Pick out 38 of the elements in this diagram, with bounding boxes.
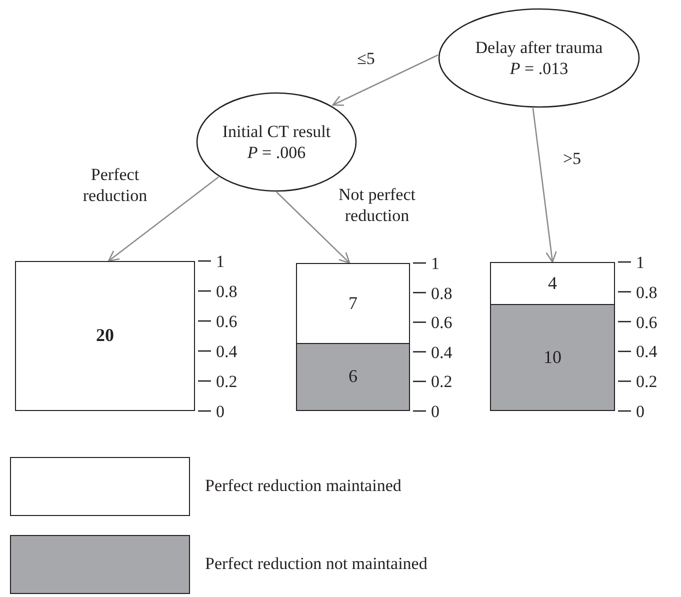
decision-ellipse [438,8,640,108]
node-text: P = .013 [510,58,568,79]
tick-label: 0.6 [216,313,238,330]
tick-label: 0 [431,403,440,420]
tick-label: 0.2 [216,373,238,390]
tick-label: 0.8 [216,283,238,300]
tick-label: 0.6 [431,314,452,332]
legend-label: Perfect reduction maintained [205,476,402,496]
legend-label: Perfect reduction not maintained [205,554,428,574]
node-text: Initial CT result [222,121,331,142]
stacked-bar [490,262,615,411]
tick-label: 1 [636,254,644,271]
arrow [108,176,219,262]
count-label: 20 [96,325,114,346]
tick-label: 0.2 [636,373,658,390]
stacked-bar [296,263,410,411]
tick-label: 1 [431,255,440,272]
count-label: 7 [348,292,358,314]
arrow [532,108,557,263]
tick-label: 0.6 [636,314,658,331]
tick-label: 0.2 [431,373,452,390]
tick-label: 0.4 [216,343,238,360]
tick-label: 0 [636,403,644,420]
count-label: 4 [548,272,557,294]
bar-segment [491,304,614,410]
tick-label: 0.4 [636,343,658,360]
tick-label: 0.4 [431,344,452,361]
arrow [276,192,350,264]
tick-label: 0 [216,403,224,420]
tick-label: 0.8 [636,284,658,301]
tick-label: 0.8 [431,284,452,302]
node-text: P = .006 [247,142,306,163]
bar-segment [297,342,409,410]
tick-label: 1 [216,253,224,270]
count-label: 10 [544,347,562,368]
arrow [332,54,438,106]
count-label: 6 [348,366,358,388]
node-text: Delay after trauma [475,37,603,58]
